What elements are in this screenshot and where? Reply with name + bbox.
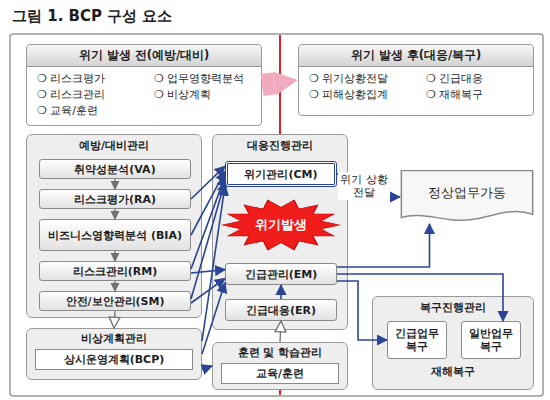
connector-arrow bbox=[191, 166, 225, 199]
bullet-item: ❍ 비상계획 bbox=[144, 87, 261, 103]
connector-arrow bbox=[337, 274, 503, 321]
bullet-item: ❍ 재해복구 bbox=[416, 87, 533, 103]
footer-label: 재해복구 bbox=[373, 365, 533, 379]
phase-box: 위기 발생 전(예방/대비) ❍ 리스크평가❍ 업무영향력분석❍ 리스크관리❍ 비… bbox=[26, 44, 262, 126]
process-box: 긴급관리(EM) bbox=[225, 263, 337, 285]
bullet-item: ❍ 리스크관리 bbox=[27, 87, 144, 103]
group-panel: 대응진행관리위기관리(CM) 위기발생긴급관리(EM) 긴급대응(ER) bbox=[212, 134, 348, 330]
connector-arrow bbox=[114, 311, 115, 328]
connector-arrow bbox=[202, 366, 212, 370]
connector-arrow bbox=[280, 285, 282, 299]
box-label: 긴급대응(ER) bbox=[246, 304, 316, 317]
burst-shape bbox=[222, 200, 340, 250]
red-divider bbox=[279, 35, 281, 134]
bullet-item: ❍ 리스크평가 bbox=[27, 71, 144, 87]
process-box: 위기관리(CM) bbox=[225, 161, 337, 187]
box-label: 위기발생 bbox=[255, 216, 307, 234]
process-box: 안전/보안관리(SM) bbox=[39, 291, 191, 311]
group-panel: 비상계획관리상시운영계획(BCP) bbox=[26, 328, 202, 380]
process-box: 일반업무복구 bbox=[461, 321, 521, 359]
heading: 훈련 및 학습관리 bbox=[221, 346, 339, 360]
connector-arrow bbox=[114, 251, 115, 261]
connector-arrow bbox=[191, 177, 225, 269]
box-label: 상시운영계획(BCP) bbox=[35, 349, 193, 370]
phase-box: 위기 발생 후(대응/복구) ❍ 위기상황전달❍ 긴급대응❍ 피해상황집계❍ 재해… bbox=[298, 44, 534, 116]
box-label: 리스크평가(RA) bbox=[74, 193, 156, 206]
box-label: 위기관리(CM) bbox=[244, 168, 317, 181]
heading: 대응진행관리 bbox=[213, 135, 347, 153]
red-divider bbox=[279, 390, 281, 395]
box-label: 긴급관리(EM) bbox=[245, 268, 318, 281]
connector-arrow bbox=[191, 270, 225, 273]
connector-arrow bbox=[337, 224, 429, 267]
process-box: 긴급대응(ER) bbox=[225, 299, 337, 321]
group-panel: 예방/대비관리취약성분석(VA) 리스크평가(RA) 비즈니스영향력분석 (BIA)… bbox=[26, 134, 202, 318]
box-label: 안전/보안관리(SM) bbox=[66, 295, 165, 308]
process-box: 긴급업무복구 bbox=[387, 321, 447, 359]
bullet-item: ❍ 업무영향력분석 bbox=[144, 71, 261, 87]
crisis-burst: 위기발생 bbox=[221, 199, 341, 251]
bullet-item: ❍ 위기상황전달 bbox=[299, 71, 416, 87]
connector-arrow bbox=[337, 281, 387, 340]
process-box: 비즈니스영향력분석 (BIA) bbox=[39, 219, 191, 251]
connector-arrow bbox=[280, 321, 281, 342]
process-box: 리스크평가(RA) bbox=[39, 189, 191, 209]
box-label: 정상업무가동 bbox=[428, 185, 506, 202]
box-label: 리스크관리(RM) bbox=[73, 265, 157, 278]
heading: 복구진행관리 bbox=[373, 297, 533, 315]
heading: 위기 발생 전(예방/대비) bbox=[27, 45, 261, 67]
document-shape: 정상업무가동 bbox=[400, 170, 534, 224]
connector-arrow bbox=[191, 278, 225, 303]
connector-arrow bbox=[191, 171, 225, 235]
group-panel: 복구진행관리재해복구 긴급업무복구 일반업무복구 bbox=[372, 296, 534, 390]
process-box: 리스크관리(RM) bbox=[39, 261, 191, 281]
connector-arrow bbox=[114, 281, 115, 291]
bullet-item: ❍ 피해상황집계 bbox=[299, 87, 416, 103]
connector-arrow bbox=[114, 209, 115, 219]
heading: 비상계획관리 bbox=[35, 332, 193, 346]
box-label: 비즈니스영향력분석 (BIA) bbox=[48, 229, 182, 242]
box-label: 일반업무복구 bbox=[465, 327, 517, 353]
document-shape bbox=[401, 171, 532, 221]
connector-arrow bbox=[191, 182, 225, 299]
connector-arrow bbox=[202, 283, 225, 354]
heading: 위기 발생 후(대응/복구) bbox=[299, 45, 533, 67]
box-label: 교육/훈련 bbox=[221, 363, 339, 384]
box-label: 취약성분석(VA) bbox=[74, 163, 155, 176]
frame-border bbox=[10, 34, 543, 396]
bullet-item: ❍ 교육/훈련 bbox=[27, 103, 144, 119]
box-label: 긴급업무복구 bbox=[391, 327, 443, 353]
figure-title: 그림 1. BCP 구성 요소 bbox=[12, 7, 172, 26]
heading: 예방/대비관리 bbox=[27, 135, 201, 153]
edge-label: 위기 상황 전달 bbox=[338, 172, 390, 200]
bullet-item: ❍ 긴급대응 bbox=[416, 71, 533, 87]
connector-arrow bbox=[114, 179, 115, 189]
process-box: 취약성분석(VA) bbox=[39, 159, 191, 179]
group-panel: 훈련 및 학습관리교육/훈련 bbox=[212, 342, 348, 390]
connector-arrow bbox=[202, 186, 225, 341]
block-arrow bbox=[262, 83, 274, 85]
